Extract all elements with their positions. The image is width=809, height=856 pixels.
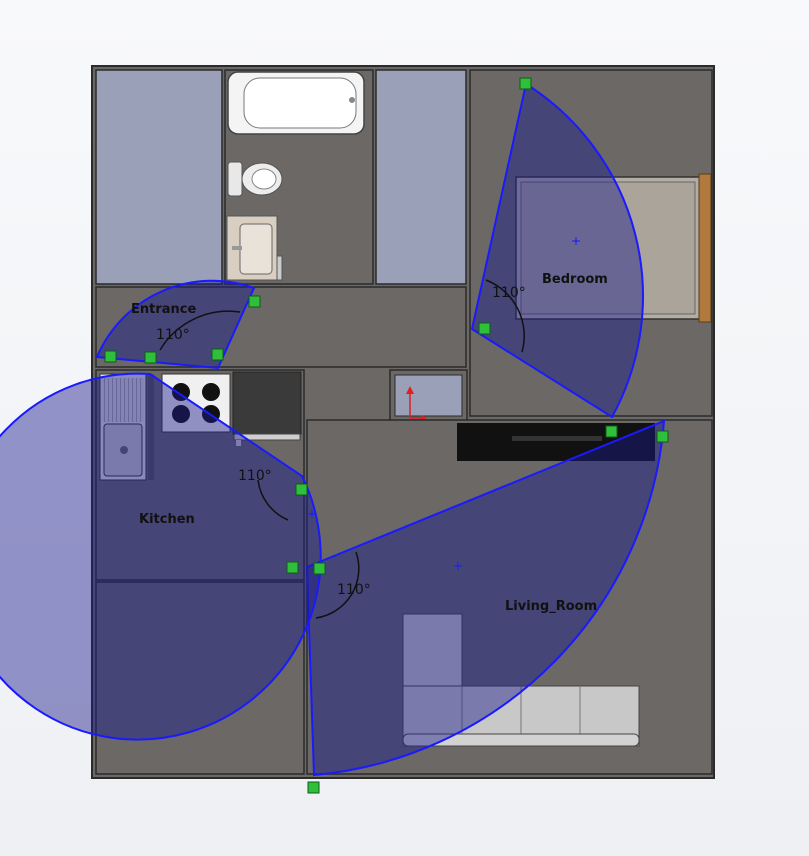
- tv-unit[interactable]: [457, 423, 655, 461]
- closet-middle[interactable]: [375, 69, 467, 285]
- angle-label-kitchen: 110°: [238, 468, 272, 484]
- fov-living-room[interactable]: [305, 419, 666, 777]
- angle-arc-bedroom: [485, 279, 525, 353]
- room-label-kitchen: Kitchen: [139, 512, 195, 527]
- sensor-icon[interactable]: [104, 77, 669, 794]
- toilet[interactable]: [227, 161, 283, 197]
- angle-label-living-room: 110°: [337, 582, 371, 598]
- angle-arc-kitchen: [257, 479, 289, 521]
- center-cross-icon: [308, 237, 580, 570]
- fov-kitchen[interactable]: [0, 372, 322, 741]
- bathtub[interactable]: [227, 71, 365, 135]
- fov-bedroom[interactable]: [470, 82, 644, 419]
- kitchen-cabinet[interactable]: [232, 371, 302, 446]
- stove[interactable]: [161, 373, 231, 433]
- sofa[interactable]: [402, 613, 640, 747]
- angle-label-bedroom: 110°: [492, 285, 526, 301]
- washbasin[interactable]: [226, 215, 283, 281]
- room-label-living-room: Living_Room: [505, 599, 597, 614]
- entrance-hall[interactable]: [95, 286, 467, 368]
- room-label-bedroom: Bedroom: [542, 272, 608, 287]
- angle-arc-living: [315, 551, 360, 619]
- sink[interactable]: [99, 373, 154, 481]
- bed[interactable]: [515, 173, 712, 323]
- angle-arc-entrance: [159, 310, 241, 351]
- fov-entrance[interactable]: [95, 279, 256, 370]
- closet-left[interactable]: [95, 69, 223, 285]
- angle-label-entrance: 110°: [156, 327, 190, 343]
- lower-left-room[interactable]: [95, 581, 305, 775]
- room-label-entrance: Entrance: [131, 302, 196, 317]
